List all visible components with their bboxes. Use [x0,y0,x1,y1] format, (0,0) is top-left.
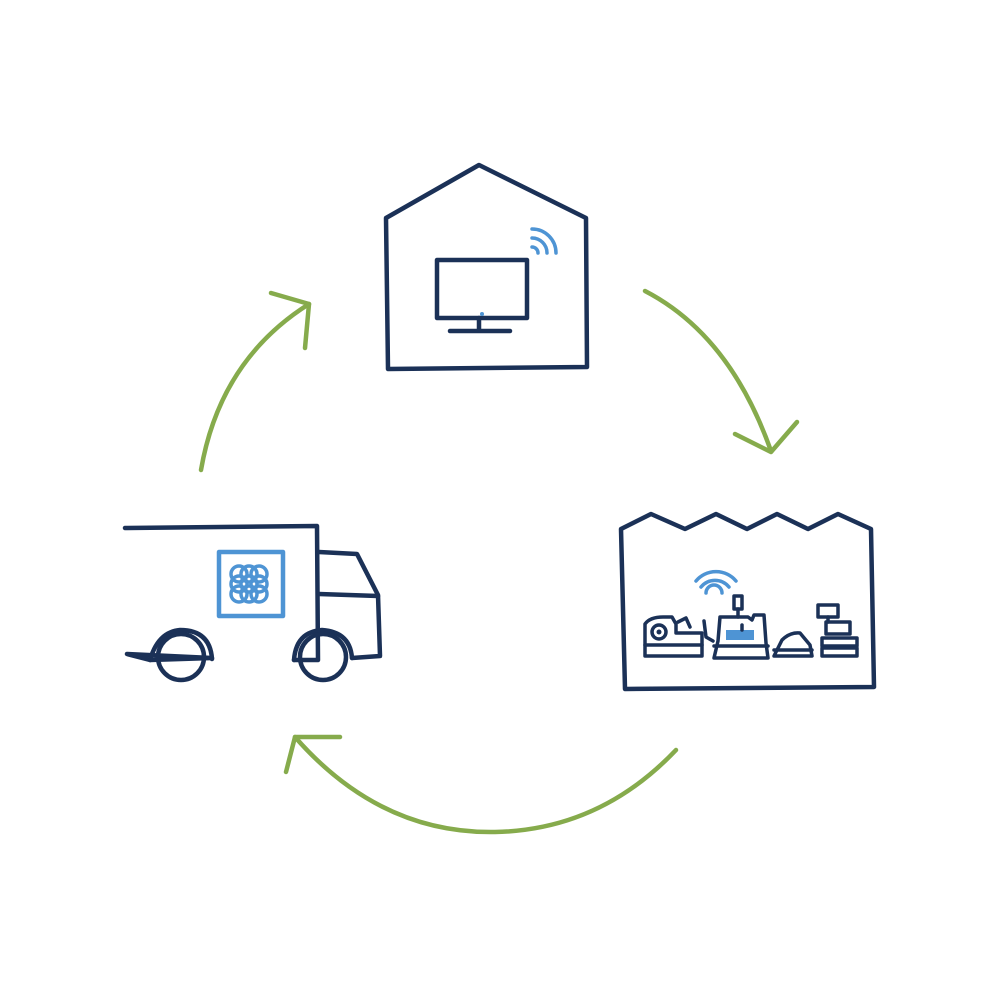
arrow-factory-to-delivery [283,734,679,835]
wifi-signal-icon [694,569,738,595]
arrow-delivery-to-home [198,290,312,473]
truck-front-wheel-arch [147,627,215,663]
monitor-power-dot [480,312,484,316]
truck-front-wheel [155,631,207,683]
machine-belt-icon [772,631,814,658]
monitor-screen [434,257,530,321]
arrow-home-to-factory [642,288,800,455]
monitor-icon [434,257,530,334]
delivery-truck-icon [122,523,383,683]
factory-outline [618,511,877,692]
truck-rear-wheel-arch [291,627,355,663]
house-outline [383,162,590,372]
house-with-monitor-icon [383,162,590,372]
factory-with-machines-icon [618,511,877,692]
wifi-signal-icon [530,227,558,255]
truck-cargo-body [122,523,321,663]
machine-roller-icon [643,615,715,658]
stacked-discs-logo-icon [216,549,286,619]
machine-press-icon [712,594,770,660]
truck-rear-wheel [297,631,349,683]
machine-terminal-icon [816,603,859,658]
truck-window [316,591,381,599]
